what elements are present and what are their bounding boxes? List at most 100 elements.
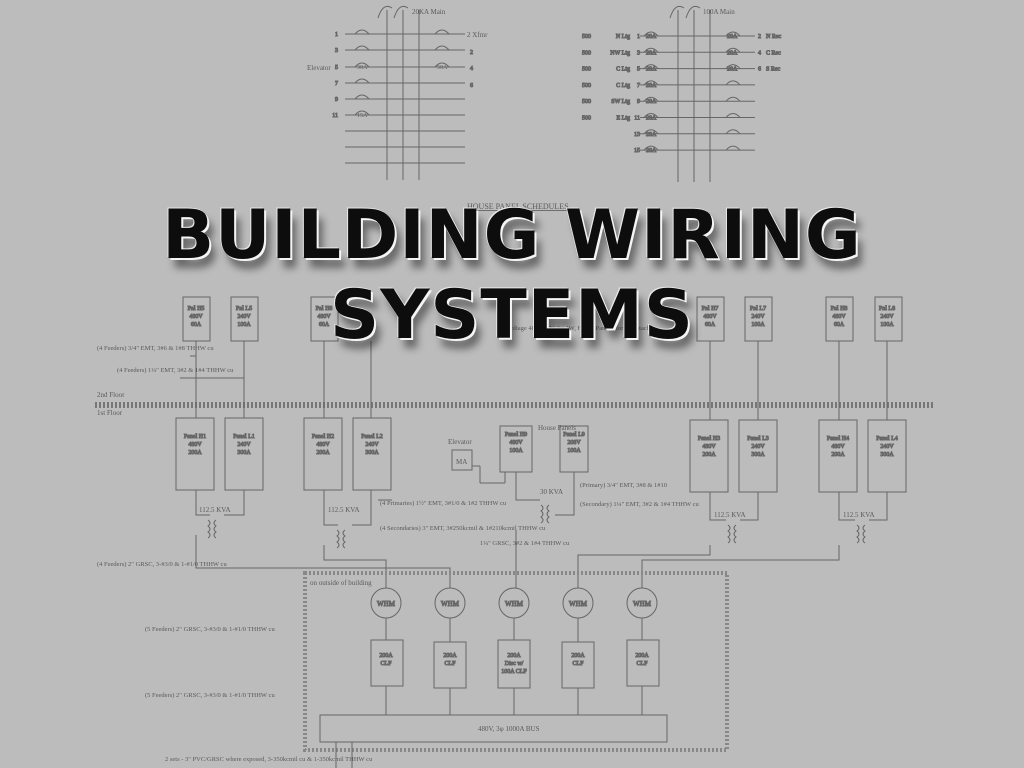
clf-type: CLF: [380, 661, 392, 667]
lower-panel-volts: 208V: [567, 440, 581, 446]
lower-panel-title: Panel L3: [747, 436, 769, 442]
lower-panel-amps: 200A: [316, 450, 330, 456]
clf-rating: 200A: [379, 653, 393, 659]
lower-panel-volts: 240V: [880, 444, 894, 450]
lower-panel-amps: 200A: [702, 452, 716, 458]
lower-panel-volts: 480V: [831, 444, 845, 450]
upper-panel-volts: 480V: [703, 314, 717, 320]
circuit-number-right: 4: [758, 50, 761, 56]
notes: (4 Feeders) 3/4" EMT, 3#6 & 1#8 THHW cu …: [97, 325, 699, 763]
circuit-breaker-b: 20A: [727, 34, 738, 40]
circuit-breaker: 20A: [646, 132, 657, 138]
upper-panel-amps: 60A: [319, 322, 330, 328]
lower-panel-amps: 100A: [567, 448, 581, 454]
lower-panel-amps: 200A: [831, 452, 845, 458]
clf-rating: 200A: [635, 653, 649, 659]
left-breaker-b: 50A: [437, 65, 448, 71]
note-primaries: (4 Primaries) 1½" EMT, 3#1/0 & 1#2 THHW …: [380, 500, 507, 507]
note-primary-emt: (Primary) 3/4" EMT, 3#8 & 1#10: [580, 482, 667, 489]
lower-panel-volts: 480V: [509, 440, 523, 446]
upper-panel-volts: 240V: [237, 314, 251, 320]
circuit-watts: 500: [582, 34, 591, 40]
house-panels-label: House Panels: [538, 424, 576, 432]
note-secondaries: (4 Secondaries) 3" EMT, 3#250kcmil & 1#2…: [380, 525, 546, 532]
kva-d: 112.5 KVA: [843, 511, 875, 519]
kva-c: 112.5 KVA: [714, 511, 746, 519]
circuit-number: 7: [637, 83, 640, 89]
outside-label: on outside of building: [310, 579, 372, 587]
clf-type: CLF: [636, 661, 648, 667]
upper-panel-volts: 240V: [751, 314, 765, 320]
breaker-symbol: [643, 31, 741, 37]
circuit-watts: 500: [582, 99, 591, 105]
right-circuit-number: 2: [470, 50, 473, 56]
xfmr-label: 2 Xfmr: [467, 31, 488, 39]
lower-panel-volts: 480V: [702, 444, 716, 450]
circuit-breaker: 20A: [646, 50, 657, 56]
circuit-number-right: 6: [758, 67, 761, 73]
lower-panel-amps: 300A: [880, 452, 894, 458]
upper-panel-amps: 60A: [191, 322, 202, 328]
circuit-watts: 500: [582, 67, 591, 73]
clf-type: CLF: [444, 661, 456, 667]
circuit-watts: 500: [582, 116, 591, 122]
circuit-number: 1: [637, 34, 640, 40]
note-feeders-a: (4 Feeders) 3/4" EMT, 3#6 & 1#8 THHW cu: [97, 345, 214, 352]
circuit-number-right: 2: [758, 34, 761, 40]
lower-panel-title: Panel H4: [827, 436, 849, 442]
upper-panel-title: Pnl H8: [831, 306, 848, 312]
breaker-symbol: [643, 96, 741, 102]
kva-30: 30 KVA: [540, 488, 563, 496]
transformer-symbols: [195, 472, 888, 549]
breaker-symbol: [643, 145, 741, 151]
breaker-symbol: [643, 129, 741, 135]
circuit-name: C Ltg: [616, 67, 630, 73]
circuit-breaker-b: 20A: [727, 67, 738, 73]
clf-type: Disc w/: [505, 661, 524, 667]
note-feeders-grsc-b: (5 Feeders) 2" GRSC, 3-#3/0 & 1-#1/0 THH…: [145, 626, 275, 633]
note-conduit: 2 sets - 3" PVC/GRSC where exposed, 3-35…: [165, 756, 373, 763]
meter-label: WHM: [377, 600, 396, 608]
left-circuit-number: 5: [335, 65, 338, 71]
circuit-name: E Ltg: [617, 116, 631, 122]
right-main-label: 100A Main: [703, 8, 735, 16]
lower-panel-volts: 480V: [188, 442, 202, 448]
lower-panel-title: Panel L2: [361, 434, 383, 440]
meter-label: WHM: [633, 600, 652, 608]
breaker-symbol: [643, 80, 741, 86]
lower-panel-volts: 240V: [365, 442, 379, 448]
left-circuit-number: 11: [332, 113, 338, 119]
note-voltage: Voltage 480/277V, 3φ 4W, House Panels, f…: [507, 325, 654, 332]
circuit-breaker-b: 20A: [727, 50, 738, 56]
elevator-unit: MA: [456, 458, 467, 466]
circuit-number: 11: [634, 116, 640, 122]
second-floor-label: 2nd Floor: [97, 391, 125, 399]
circuit-number: 13: [634, 132, 640, 138]
circuit-name: NW Ltg: [610, 50, 630, 56]
lower-panel-title: Panel L1: [233, 434, 255, 440]
clf-rating: 200A: [571, 653, 585, 659]
lower-panel-amps: 200A: [188, 450, 202, 456]
meter-label: WHM: [505, 600, 524, 608]
lower-panel-amps: 300A: [751, 452, 765, 458]
kva-b: 112.5 KVA: [328, 506, 360, 514]
upper-panel-title: Pnl H7: [702, 306, 719, 312]
clf-rating: 200A: [507, 653, 521, 659]
upper-panel-title: Pnl H5: [188, 306, 205, 312]
upper-panel-amps: 100A: [751, 322, 765, 328]
lower-panel-volts: 240V: [751, 444, 765, 450]
right-circuit-number: 4: [470, 66, 473, 72]
clf-rating: 200A: [443, 653, 457, 659]
breaker-symbol: [643, 113, 741, 118]
breaker-symbol: [643, 47, 741, 53]
lower-panel-volts: 240V: [237, 442, 251, 448]
circuit-name: SW Ltg: [611, 99, 630, 105]
right-circuit-number: 6: [470, 83, 473, 89]
upper-panel-amps: 100A: [237, 322, 251, 328]
circuit-name-right: N Rec: [766, 34, 781, 40]
breaker-symbol: [643, 64, 741, 69]
